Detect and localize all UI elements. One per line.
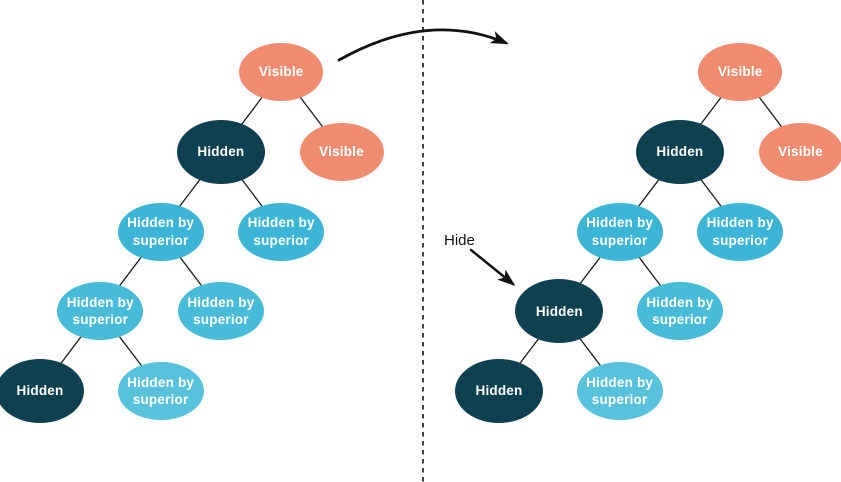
tree-before-node-b1-visible: Visible	[239, 43, 324, 101]
tree-before-node-b6-hidden_by_superior: Hidden by superior	[57, 282, 144, 341]
hide-annotation-label: Hide	[444, 232, 475, 249]
tree-before-node-b3-visible: Visible	[299, 122, 384, 181]
tree-after-node-a4-hidden_by_superior: Hidden by superior	[576, 202, 663, 261]
tree-before-node-b2-hidden: Hidden	[176, 119, 265, 184]
tree-before-node-b5-hidden_by_superior: Hidden by superior	[238, 202, 325, 261]
tree-after-node-a1-visible: Visible	[698, 43, 783, 101]
tree-after-node-a9-hidden_by_superior: Hidden by superior	[576, 362, 663, 420]
tree-before-node-b7-hidden_by_superior: Hidden by superior	[177, 282, 264, 341]
tree-after-node-a5-hidden_by_superior: Hidden by superior	[697, 202, 784, 261]
transition-arrow	[337, 28, 509, 62]
hide-annotation-arrow	[469, 248, 516, 286]
tree-before-node-b8-hidden: Hidden	[0, 359, 84, 423]
tree-before-node-b9-hidden_by_superior: Hidden by superior	[117, 362, 204, 420]
tree-after-node-a7-hidden_by_superior: Hidden by superior	[636, 282, 723, 341]
tree-after-node-a6-hidden: Hidden	[515, 279, 604, 344]
tree-after-node-a8-hidden: Hidden	[455, 359, 543, 423]
tree-after-node-a3-visible: Visible	[758, 122, 841, 181]
tree-after-node-a2-hidden: Hidden	[635, 119, 724, 184]
tree-before-node-b4-hidden_by_superior: Hidden by superior	[117, 202, 204, 261]
